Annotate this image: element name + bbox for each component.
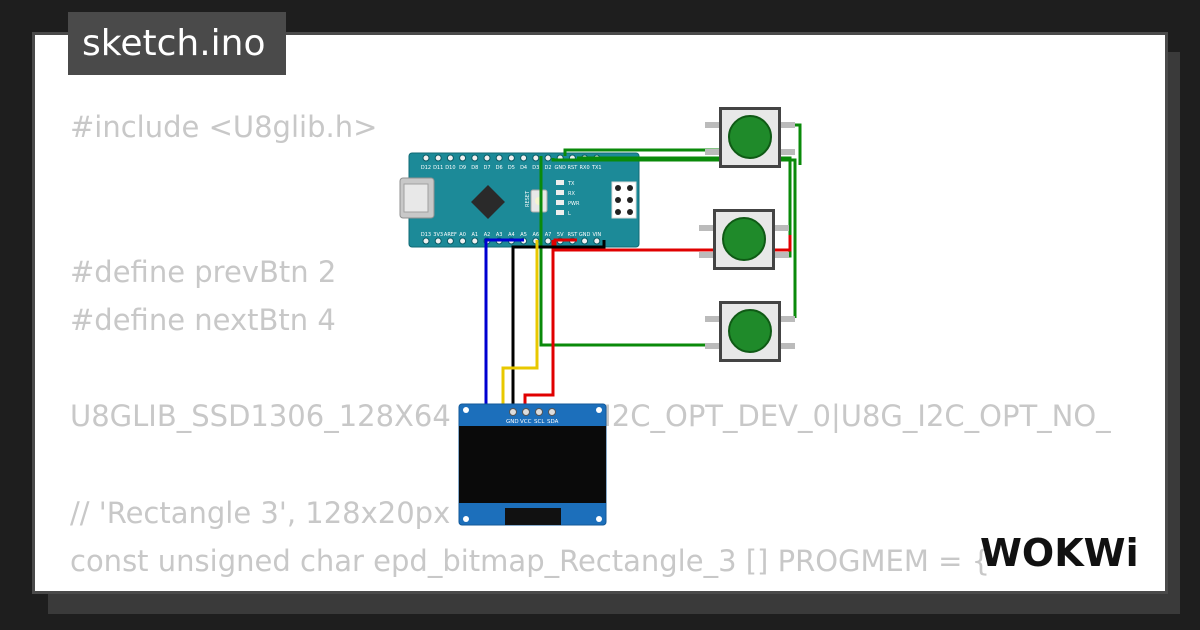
bottom-pin-label: D13 [421,232,431,238]
top-pin-label: D12 [421,165,431,171]
bottom-pin-label: VIN [592,232,601,238]
top-pin-label: D8 [471,165,478,171]
code-preview: #include <U8glib.h> #define prevBtn 2 #def… [70,103,1111,591]
top-pin [483,154,491,162]
led-label: L [568,211,571,217]
bottom-pin-label: A7 [545,232,552,238]
bottom-pin [434,237,442,245]
bottom-pin [422,237,430,245]
preview-card: #include <U8glib.h> #define prevBtn 2 #def… [32,32,1168,594]
bottom-pin [593,237,601,245]
oled-display: GND VCC SCL SDA [458,403,607,526]
bottom-pin [581,237,589,245]
bottom-pin-label: A5 [520,232,527,238]
wire-green [539,156,705,347]
top-pin-label: D6 [496,165,503,171]
wire-green [563,148,720,156]
code-line: #define nextBtn 4 [70,302,336,337]
wire-red [523,240,555,412]
top-pin [446,154,454,162]
wire-black [511,240,606,412]
top-pin-label: TX1 [591,165,602,171]
top-pin [532,154,540,162]
oled-pin-label: GND [506,419,519,425]
bottom-pin-label: A0 [459,232,466,238]
top-pin-label: D2 [544,165,551,171]
bottom-pin [459,237,467,245]
oled-pin-label: VCC [520,419,532,425]
bottom-pin-label: 3V3 [433,232,443,238]
top-pin [495,154,503,162]
top-pin-label: D7 [483,165,490,171]
pushbutton-3 [705,301,795,362]
code-line: #define prevBtn 2 [70,254,337,289]
bottom-pin-label: A3 [496,232,503,238]
reset-label: RESET [525,190,531,207]
top-pin [471,154,479,162]
top-pin-label: RX0 [580,165,590,171]
bottom-pin [471,237,479,245]
top-pin [544,154,552,162]
bottom-pin-label: RST [568,232,579,238]
top-pin-label: D10 [445,165,455,171]
bottom-pin-label: 5V [557,232,564,238]
wokwi-logo-text: WOKWi [980,531,1139,575]
bottom-pin-label: AREF [444,232,457,238]
top-pin-label: D9 [459,165,466,171]
top-pin [434,154,442,162]
led-label: PWR [568,201,580,207]
pushbutton-2 [699,209,789,270]
top-pin-label: D3 [532,165,539,171]
code-line: #include <U8glib.h> [70,110,378,144]
top-pin-label: RST [568,165,579,171]
top-pin [422,154,430,162]
oled-screen [459,426,606,503]
led-label: TX [567,181,575,187]
top-pin [507,154,515,162]
top-pin-label: GND [554,165,566,171]
oled-pin-label: SDA [547,419,559,425]
bottom-pin-label: GND [579,232,591,238]
top-pin [459,154,467,162]
pushbutton-1 [705,107,795,168]
bottom-pin [544,237,552,245]
bottom-pin [446,237,454,245]
bottom-pin-label: A1 [471,232,478,238]
bottom-pin-label: A2 [484,232,491,238]
bottom-pin-label: A6 [532,232,539,238]
microcontroller-chip [471,185,505,219]
oled-pin-label: SCL [534,419,545,425]
wire-green [551,158,797,318]
led-label: RX [568,191,575,197]
wire-red [553,235,792,252]
code-line: // 'Rectangle 3', 128x20px [70,495,451,530]
wokwi-logo: WOKWi [980,531,1139,575]
code-line: const unsigned char epd_bitmap_Rectangle… [70,543,991,578]
top-pin [520,154,528,162]
top-pin-label: D11 [433,165,443,171]
top-pin-label: D4 [520,165,527,171]
bottom-pin-label: A4 [508,232,515,238]
top-pin-label: D5 [508,165,515,171]
file-name-tag: sketch.ino [68,12,286,75]
